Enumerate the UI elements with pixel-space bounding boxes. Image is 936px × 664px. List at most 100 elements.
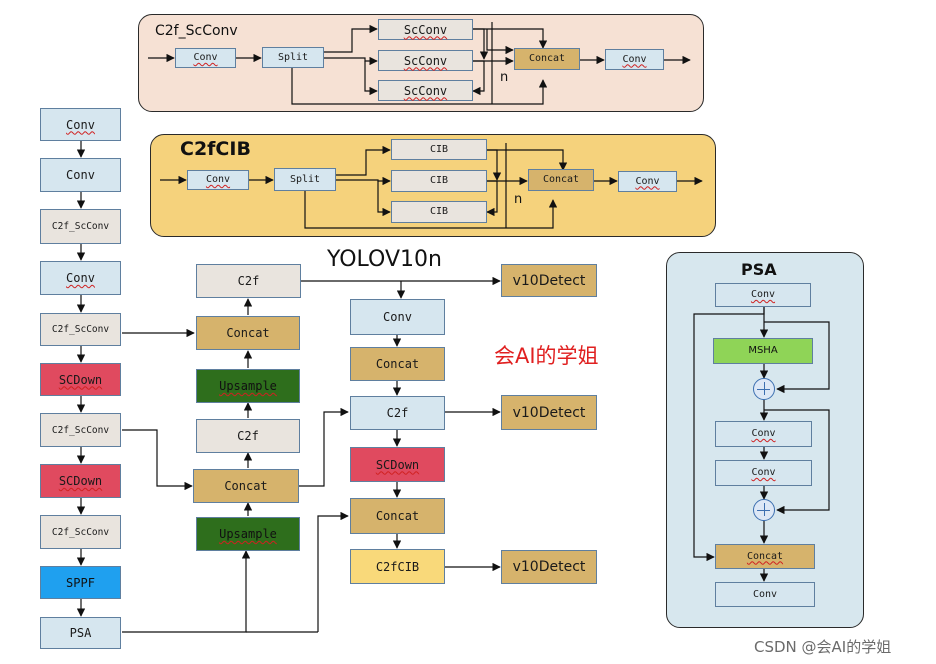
backbone-conv-1-label: Conv <box>66 117 95 132</box>
c2fcib-cib-1: CIB <box>391 139 487 160</box>
c2f-scconv-scconv-3-label: ScConv <box>403 83 448 98</box>
c2fcib-cib-3-label: CIB <box>429 206 449 217</box>
backbone-c2f-scconv-3-label: C2f_ScConv <box>51 424 110 436</box>
c2fcib-split: Split <box>274 168 336 191</box>
psa-msha: MSHA <box>713 338 813 364</box>
head-concat-2: Concat <box>350 498 445 534</box>
c2fcib-concat: Concat <box>528 169 594 191</box>
head-conv: Conv <box>350 299 445 335</box>
neck-upsample-2: Upsample <box>196 517 300 551</box>
c2fcib-cib-3: CIB <box>391 201 487 223</box>
c2fcib-conv-out-label: Conv <box>635 175 660 187</box>
head-c2f: C2f <box>350 396 445 430</box>
psa-add-2-icon <box>753 499 775 521</box>
c2fcib-conv-in: Conv <box>187 170 249 190</box>
backbone-scdown-2-label: SCDown <box>58 474 103 488</box>
v10detect-3-label: v10Detect <box>512 559 586 575</box>
c2f-scconv-concat: Concat <box>514 48 580 70</box>
backbone-scdown-1-label: SCDown <box>58 372 103 387</box>
backbone-c2f-scconv-1-label: C2f_ScConv <box>51 221 110 232</box>
head-concat-1: Concat <box>350 347 445 381</box>
neck-c2f-1-label: C2f <box>237 274 260 288</box>
neck-upsample-1-label: Upsample <box>219 379 277 393</box>
backbone-c2f-scconv-1: C2f_ScConv <box>40 209 121 244</box>
backbone-c2f-scconv-2: C2f_ScConv <box>40 313 121 346</box>
backbone-sppf-label: SPPF <box>66 575 95 590</box>
backbone-c2f-scconv-2-label: C2f_ScConv <box>51 324 110 335</box>
backbone-conv-2-label: Conv <box>66 168 95 182</box>
neck-concat-1: Concat <box>196 316 300 350</box>
c2fcib-n-label: n <box>514 192 523 207</box>
head-conv-label: Conv <box>383 310 412 324</box>
backbone-psa: PSA <box>40 617 121 649</box>
c2f-scconv-conv-out: Conv <box>605 49 664 70</box>
head-c2fcib: C2fCIB <box>350 549 445 584</box>
c2f-scconv-scconv-2: ScConv <box>378 50 473 71</box>
c2f-scconv-conv-in-label: Conv <box>193 52 218 63</box>
neck-concat-1-label: Concat <box>226 326 270 340</box>
backbone-sppf: SPPF <box>40 566 121 599</box>
neck-upsample-2-label: Upsample <box>219 527 277 541</box>
head-concat-2-label: Concat <box>375 509 420 523</box>
psa-concat: Concat <box>715 544 815 569</box>
neck-c2f-2: C2f <box>196 419 300 453</box>
red-watermark: 会AI的学姐 <box>494 344 599 368</box>
c2fcib-cib-1-label: CIB <box>429 143 449 155</box>
neck-upsample-1: Upsample <box>196 369 300 403</box>
model-title: YOLOV10n <box>327 247 442 272</box>
neck-c2f-2-label: C2f <box>237 429 259 443</box>
backbone-psa-label: PSA <box>69 626 92 640</box>
v10detect-1: v10Detect <box>501 264 597 297</box>
csdn-footer: CSDN @会AI的学姐 <box>754 638 892 656</box>
psa-conv-3: Conv <box>715 460 812 486</box>
c2f-scconv-conv-out-label: Conv <box>622 53 647 65</box>
c2f-scconv-scconv-3: ScConv <box>378 80 473 101</box>
c2f-scconv-concat-label: Concat <box>528 53 566 64</box>
backbone-c2f-scconv-4-label: C2f_ScConv <box>51 526 110 538</box>
c2fcib-cib-2: CIB <box>391 170 487 192</box>
psa-msha-label: MSHA <box>748 345 778 356</box>
psa-conv-1-label: Conv <box>750 289 776 300</box>
c2f-scconv-split-label: Split <box>277 51 309 63</box>
c2f-scconv-scconv-2-label: ScConv <box>403 53 448 68</box>
psa-title: PSA <box>741 260 777 279</box>
c2fcib-title: C2fCIB <box>180 138 251 160</box>
psa-concat-label: Concat <box>746 550 784 562</box>
head-c2fcib-label: C2fCIB <box>375 559 420 574</box>
c2fcib-conv-in-label: Conv <box>205 174 231 185</box>
head-concat-1-label: Concat <box>375 357 420 371</box>
backbone-c2f-scconv-3: C2f_ScConv <box>40 413 121 447</box>
backbone-conv-3-label: Conv <box>66 271 95 285</box>
c2f-scconv-split: Split <box>262 47 324 68</box>
head-scdown-label: SCDown <box>375 457 420 472</box>
psa-conv-3-label: Conv <box>751 467 776 478</box>
backbone-scdown-2: SCDown <box>40 464 121 498</box>
backbone-conv-3: Conv <box>40 261 121 295</box>
c2fcib-split-label: Split <box>289 173 321 185</box>
psa-add-1-icon <box>753 378 775 400</box>
psa-conv-2-label: Conv <box>751 428 776 439</box>
backbone-scdown-1: SCDown <box>40 363 121 396</box>
v10detect-3: v10Detect <box>501 550 597 584</box>
c2fcib-conv-out: Conv <box>618 171 677 192</box>
c2fcib-concat-label: Concat <box>542 174 580 185</box>
c2f-scconv-n-label: n <box>500 70 509 85</box>
neck-concat-2: Concat <box>193 469 299 503</box>
v10detect-1-label: v10Detect <box>512 272 586 289</box>
v10detect-2-label: v10Detect <box>512 404 586 421</box>
psa-conv-4-label: Conv <box>752 588 778 600</box>
c2fcib-cib-2-label: CIB <box>429 175 449 186</box>
c2f-scconv-title: C2f_ScConv <box>155 23 238 39</box>
neck-concat-2-label: Concat <box>224 479 268 493</box>
v10detect-2: v10Detect <box>501 395 597 430</box>
c2f-scconv-scconv-1: ScConv <box>378 19 473 40</box>
backbone-c2f-scconv-4: C2f_ScConv <box>40 515 121 549</box>
c2f-scconv-conv-in: Conv <box>175 48 236 68</box>
psa-conv-2: Conv <box>715 421 812 447</box>
psa-conv-1: Conv <box>715 283 811 307</box>
c2f-scconv-scconv-1-label: ScConv <box>403 22 448 37</box>
psa-conv-4: Conv <box>715 582 815 607</box>
backbone-conv-2: Conv <box>40 158 121 192</box>
backbone-conv-1: Conv <box>40 108 121 141</box>
